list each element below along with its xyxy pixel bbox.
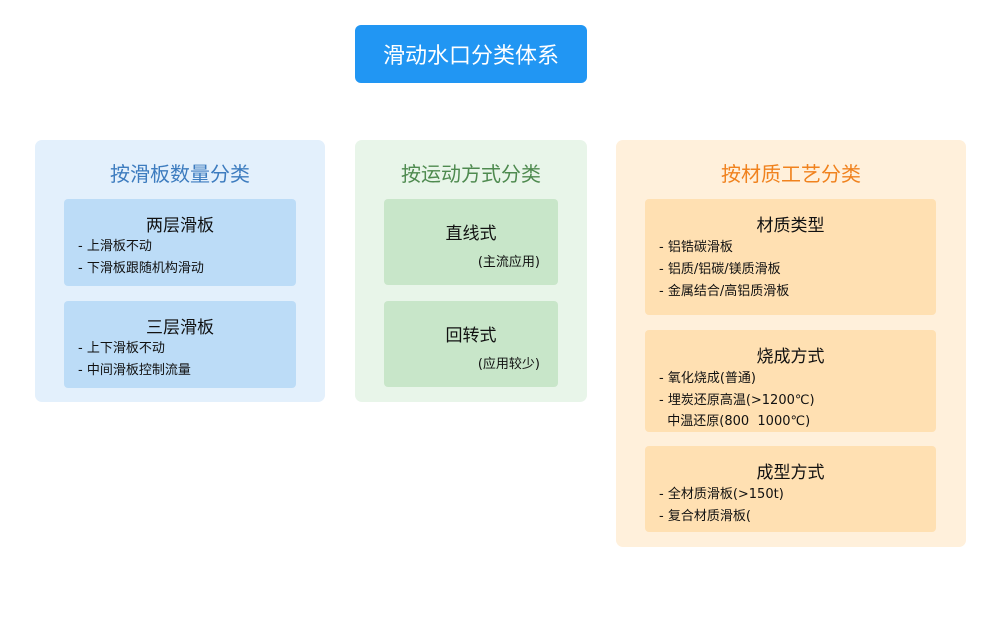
card-line: - 铝质/铝碳/镁质滑板 bbox=[659, 262, 781, 277]
card-line: - 上滑板不动 bbox=[78, 239, 152, 254]
card-title: 材质类型 bbox=[756, 216, 825, 236]
card-line: - 复合材质滑板( bbox=[659, 509, 751, 524]
card-title: 两层滑板 bbox=[146, 216, 214, 236]
card-firing-method: 烧成方式 - 氧化烧成(普通) - 埋炭还原高温(>1200℃) 中温还原(80… bbox=[645, 330, 936, 432]
card-forming-method: 成型方式 - 全材质滑板(>150t) - 复合材质滑板( bbox=[645, 446, 936, 532]
card-title: 成型方式 bbox=[756, 463, 825, 483]
diagram-title: 滑动水口分类体系 bbox=[355, 25, 587, 83]
card-title: 三层滑板 bbox=[146, 318, 214, 338]
card-linear: 直线式 (主流应用) bbox=[384, 199, 558, 285]
card-note: (主流应用) bbox=[477, 255, 540, 270]
panel-title: 按材质工艺分类 bbox=[721, 162, 861, 186]
card-three-layer: 三层滑板 - 上下滑板不动 - 中间滑板控制流量 bbox=[64, 301, 296, 388]
panel-slide-plate-count: 按滑板数量分类 两层滑板 - 上滑板不动 - 下滑板跟随机构滑动 三层滑板 - … bbox=[35, 140, 325, 402]
card-line: - 氧化烧成(普通) bbox=[659, 371, 756, 386]
card-line: 中温还原(800 1000℃) bbox=[659, 414, 811, 429]
panel-material-process: 按材质工艺分类 材质类型 - 铝锆碳滑板 - 铝质/铝碳/镁质滑板 - 金属结合… bbox=[616, 140, 966, 547]
panel-title: 按滑板数量分类 bbox=[110, 162, 250, 186]
card-title: 烧成方式 bbox=[756, 347, 825, 367]
card-line: - 铝锆碳滑板 bbox=[659, 240, 733, 255]
panel-motion-type: 按运动方式分类 直线式 (主流应用) 回转式 (应用较少) bbox=[355, 140, 587, 402]
card-line: - 埋炭还原高温(>1200℃) bbox=[659, 393, 815, 408]
card-line: - 上下滑板不动 bbox=[78, 341, 165, 356]
card-material-type: 材质类型 - 铝锆碳滑板 - 铝质/铝碳/镁质滑板 - 金属结合/高铝质滑板 bbox=[645, 199, 936, 315]
card-rotary: 回转式 (应用较少) bbox=[384, 301, 558, 387]
card-two-layer: 两层滑板 - 上滑板不动 - 下滑板跟随机构滑动 bbox=[64, 199, 296, 286]
card-title: 直线式 bbox=[445, 224, 497, 244]
panel-title: 按运动方式分类 bbox=[401, 162, 541, 186]
card-title: 回转式 bbox=[445, 326, 497, 346]
card-line: - 全材质滑板(>150t) bbox=[659, 487, 784, 502]
card-line: - 下滑板跟随机构滑动 bbox=[78, 261, 204, 276]
card-line: - 中间滑板控制流量 bbox=[78, 363, 191, 378]
card-line: - 金属结合/高铝质滑板 bbox=[659, 284, 790, 299]
card-note: (应用较少) bbox=[477, 357, 540, 372]
